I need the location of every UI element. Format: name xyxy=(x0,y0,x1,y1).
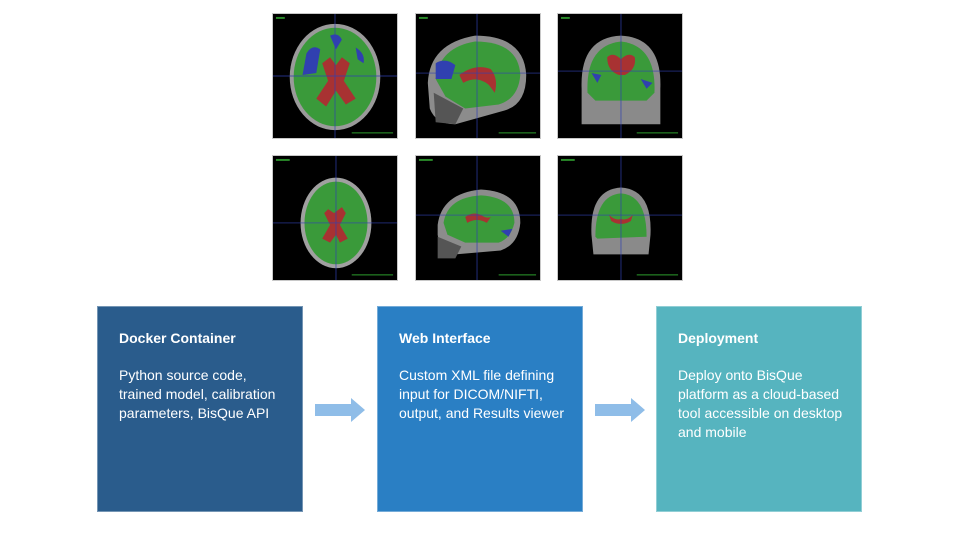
step-description: Deploy onto BisQue platform as a cloud-b… xyxy=(678,367,843,440)
step-description: Custom XML file defining input for DICOM… xyxy=(399,367,564,421)
step-title: Docker Container xyxy=(119,330,236,346)
step-title: Deployment xyxy=(678,330,759,346)
step-docker-container: Docker Container Python source code, tra… xyxy=(97,306,303,512)
scan-row2-axial xyxy=(272,155,398,281)
scan-row2-coronal xyxy=(557,155,683,281)
step-title: Web Interface xyxy=(399,330,491,346)
brain-axial-image xyxy=(273,14,397,138)
brain-sagittal-image xyxy=(416,156,540,280)
scan-row1-coronal xyxy=(557,13,683,139)
scan-row1-sagittal xyxy=(415,13,541,139)
step-web-interface: Web Interface Custom XML file defining i… xyxy=(377,306,583,512)
right-arrow-icon xyxy=(595,398,645,422)
right-arrow-icon xyxy=(315,398,365,422)
step-deployment: Deployment Deploy onto BisQue platform a… xyxy=(656,306,862,512)
scan-row1-axial xyxy=(272,13,398,139)
brain-coronal-image xyxy=(558,14,682,138)
brain-coronal-image xyxy=(558,156,682,280)
brain-axial-image xyxy=(273,156,397,280)
step-description: Python source code, trained model, calib… xyxy=(119,367,276,421)
scan-row2-sagittal xyxy=(415,155,541,281)
brain-sagittal-image xyxy=(416,14,540,138)
